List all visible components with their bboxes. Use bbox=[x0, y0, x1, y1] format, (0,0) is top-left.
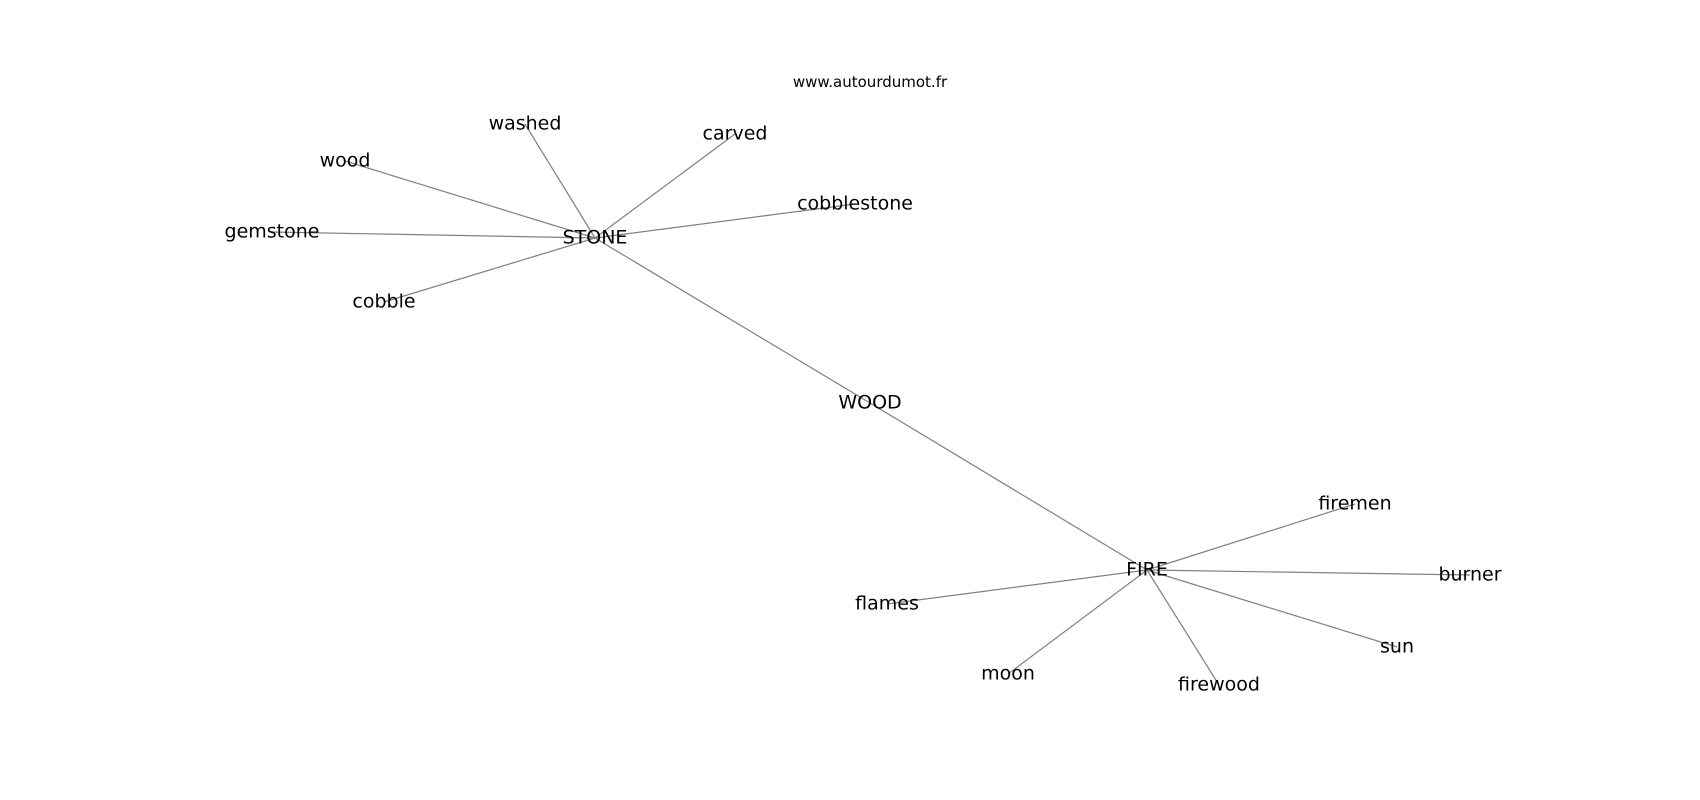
node-label-wood-center[interactable]: WOOD bbox=[838, 392, 901, 414]
node-label-sun[interactable]: sun bbox=[1380, 636, 1414, 658]
node-label-burner[interactable]: burner bbox=[1438, 564, 1501, 586]
watermark-text: www.autourdumot.fr bbox=[792, 73, 948, 91]
edge-stone-wood bbox=[344, 160, 596, 239]
node-label-firewood[interactable]: firewood bbox=[1178, 674, 1260, 696]
edge-stone-gemstone bbox=[271, 231, 596, 239]
edge-fire-firewood bbox=[1146, 569, 1220, 686]
edges-layer bbox=[271, 123, 1471, 686]
edge-stone-cobblestone bbox=[594, 203, 856, 239]
edge-fire-moon bbox=[1007, 569, 1148, 675]
edge-wood_center-fire bbox=[869, 402, 1148, 571]
node-label-flames[interactable]: flames bbox=[855, 593, 919, 615]
node-label-firemen[interactable]: firemen bbox=[1318, 493, 1391, 515]
edge-stone-carved bbox=[594, 133, 736, 239]
node-label-gemstone[interactable]: gemstone bbox=[225, 221, 320, 243]
node-label-cobblestone[interactable]: cobblestone bbox=[797, 193, 913, 215]
node-label-fire[interactable]: FIRE bbox=[1126, 559, 1168, 581]
edge-stone-wood_center bbox=[594, 237, 871, 404]
edge-stone-cobble bbox=[383, 237, 596, 303]
node-label-washed[interactable]: washed bbox=[489, 113, 562, 135]
edge-fire-flames bbox=[886, 569, 1148, 605]
node-label-moon[interactable]: moon bbox=[981, 663, 1035, 685]
node-label-carved[interactable]: carved bbox=[703, 123, 768, 145]
edge-fire-burner bbox=[1146, 569, 1471, 576]
edge-fire-sun bbox=[1146, 569, 1398, 648]
node-label-cobble[interactable]: cobble bbox=[352, 291, 415, 313]
labels-layer: STONE WOOD FIRE washed carved wood cobblestone… bbox=[225, 113, 1502, 696]
edge-stone-washed bbox=[524, 123, 596, 239]
node-label-wood[interactable]: wood bbox=[320, 150, 371, 172]
edge-fire-firemen bbox=[1146, 503, 1356, 571]
node-label-stone[interactable]: STONE bbox=[563, 227, 628, 249]
